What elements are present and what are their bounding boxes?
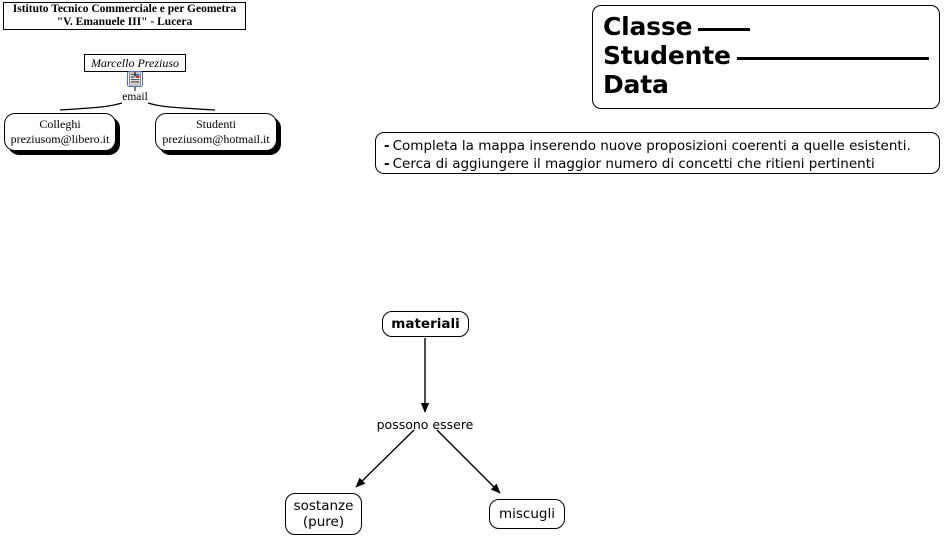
date-label: Data	[603, 70, 669, 99]
author-node[interactable]: Marcello Preziuso	[84, 54, 186, 72]
instruction-text-2: Cerca di aggiungere il maggior numero di…	[392, 156, 875, 172]
institute-title-line2: "V. Emanuele III" - Lucera	[56, 16, 193, 28]
author-child-node-colleghi[interactable]: Colleghi preziusom@libero.it	[4, 113, 116, 151]
colleghi-title: Colleghi	[39, 117, 81, 131]
institute-title-box: Istituto Tecnico Commerciale e per Geome…	[3, 2, 246, 30]
concept-node-label: miscugli	[499, 506, 555, 522]
student-header-box: Classe Studente Data	[592, 5, 940, 109]
author-name: Marcello Preziuso	[90, 55, 180, 70]
instructions-box: -Completa la mappa inserendo nuove propo…	[375, 132, 940, 174]
author-child-node-studenti[interactable]: Studenti preziusom@hotmail.it	[155, 113, 277, 151]
class-label: Classe	[603, 12, 693, 41]
concept-link-label: possono essere	[376, 417, 474, 432]
instruction-item: -Completa la mappa inserendo nuove propo…	[384, 137, 939, 155]
author-link-label: email	[122, 91, 148, 103]
bullet-dash: -	[384, 138, 390, 154]
student-blank-rule	[736, 57, 929, 60]
student-label: Studente	[603, 41, 731, 70]
concept-node-label-line1: sostanze	[293, 498, 354, 514]
class-field-row: Classe	[603, 12, 939, 41]
colleghi-email: preziusom@libero.it	[10, 132, 110, 146]
institute-title-line1: Istituto Tecnico Commerciale e per Geome…	[12, 3, 237, 15]
concept-node-label: materiali	[391, 316, 460, 332]
instruction-item: -Cerca di aggiungere il maggior numero d…	[384, 155, 939, 173]
studenti-title: Studenti	[195, 117, 236, 131]
class-blank-rule	[698, 28, 751, 31]
instruction-text-1: Completa la mappa inserendo nuove propos…	[392, 138, 911, 154]
student-field-row: Studente	[603, 41, 939, 70]
document-icon[interactable]	[127, 71, 143, 87]
concept-node-label-line2: (pure)	[302, 514, 345, 530]
date-field-row: Data	[603, 70, 939, 99]
studenti-email: preziusom@hotmail.it	[162, 132, 270, 146]
concept-node-sostanze[interactable]: sostanze (pure)	[285, 493, 362, 535]
concept-node-miscugli[interactable]: miscugli	[489, 499, 565, 529]
concept-node-materiali[interactable]: materiali	[382, 311, 469, 337]
bullet-dash: -	[384, 156, 390, 172]
